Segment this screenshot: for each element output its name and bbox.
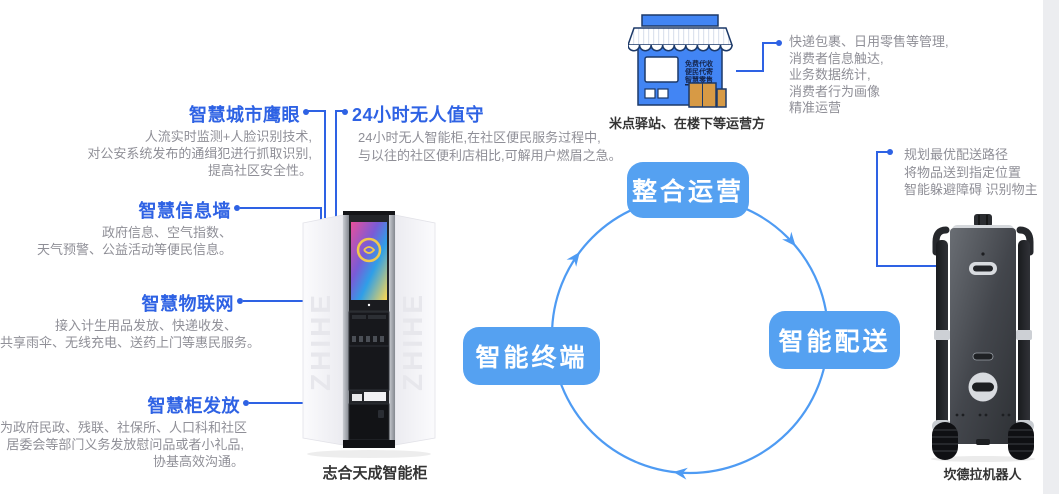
connector-line [308,110,326,112]
cabinet-side-text: ZHIHE [305,292,336,391]
feature-desc-line: 政府信息、空气指数、 [101,225,232,240]
cabinet-logo-icon [356,237,382,263]
robot-body [950,228,1016,444]
smart-cabinet-image: ZHIHE ZHIHE [302,211,436,458]
robot-point-line: 将物品送到指定位置 [904,164,1022,180]
cycle-node-integrated-operation: 整合运营 [627,162,749,218]
feature-desc: 为政府民政、残联、社保所、人口科和社区 居委会等部门义务发放慰问品或者小礼品, … [0,419,248,470]
cycle-arrow-icon [782,231,796,247]
store-point-line: 精准运营 [789,100,842,115]
connector-line [240,207,322,209]
connector-dot [237,298,243,304]
cycle-node-smart-terminal: 智能终端 [463,327,600,385]
store-window [644,56,679,83]
robot-points: 规划最优配送路径 将物品送到指定位置 智能躲避障碍 识别物主 [904,146,1038,199]
robot-point-line: 规划最优配送路径 [904,147,1009,162]
cycle-arrow-icon [673,467,688,480]
feature-desc: 24小时无人智能柜,在社区便民服务过程中, 与以往的社区便利店相比,可解用户燃眉… [358,129,622,165]
connector-dot [303,109,309,115]
robot-hook-right [1016,226,1034,256]
feature-desc-line: 24小时无人智能柜,在社区便民服务过程中, [358,130,601,145]
store-point-line: 业务数据统计, [789,67,871,82]
cycle-node-smart-delivery: 智能配送 [769,311,900,369]
feature-desc-line: 天气预警、公益活动等便民信息。 [36,242,232,257]
cabinet-label: 志合天成智能柜 [322,465,428,482]
store-label: 米点驿站、在楼下等运营方 [608,116,765,131]
connector-line [243,300,312,302]
feature-desc-line: 提高社区安全性。 [207,163,312,178]
connector-line [249,402,306,404]
connector-dot [234,205,240,211]
connector-dot [243,400,249,406]
cabinet-side-text: ZHIHE [397,292,428,391]
feature-desc-line: 接入计生用品发放、快递收发、 [54,318,237,333]
feature-desc-line: 人流实时监测+人脸识别技术, [144,129,312,144]
connector-line [762,42,764,72]
store-point-line: 快递包裹、日用零售等管理, [789,34,949,49]
connector-dot [342,109,348,115]
feature-desc-line: 对公安系统发布的通缉犯进行抓取识别, [87,146,312,161]
robot-image [931,214,1035,462]
connector-line [876,265,940,267]
connector-line [762,42,777,44]
connector-line [876,151,878,267]
page-edge-strip [1043,0,1059,494]
feature-desc-line: 协基高效沟通。 [152,454,244,469]
feature-desc-line: 与以往的社区便利店相比,可解用户燃眉之急。 [358,148,622,163]
store-point-line: 消费者行为画像 [789,83,881,99]
connector-line [335,110,337,218]
robot-point-line: 智能躲避障碍 识别物主 [904,182,1038,197]
feature-desc: 接入计生用品发放、快递收发、 共享雨伞、无线充电、送药上门等惠民服务。 [0,317,261,351]
robot-track-wheels [932,422,1034,460]
connector-dot [887,149,893,155]
robot-hook-left [932,226,950,256]
connector-line [736,70,764,72]
store-point-line: 消费者信息触达, [789,50,884,66]
feature-title-cabinet-distribution: 智慧柜发放 [147,396,240,416]
connector-line [335,110,343,112]
feature-desc-line: 为政府民政、残联、社保所、人口科和社区 [0,420,248,435]
store-sign-line: 智慧零售 [685,75,713,84]
feature-desc: 政府信息、空气指数、 天气预警、公益活动等便民信息。 [0,224,232,258]
store-icon: 免费代收 便民代寄 智慧零售 [628,14,734,108]
parcel-box-small [716,88,727,108]
store-sign-line: 便民代寄 [685,67,713,76]
connector-line [877,151,889,153]
store-points: 快递包裹、日用零售等管理, 消费者信息触达, 业务数据统计, 消费者行为画像 精… [789,34,949,117]
cycle-arrow-icon [566,252,580,267]
feature-title-iot: 智慧物联网 [141,294,234,314]
feature-desc-line: 居委会等部门义务发放慰问品或者小礼品, [6,437,244,452]
robot-label: 坎德拉机器人 [943,467,1022,482]
store-sign-line: 免费代收 [685,59,714,68]
connector-line [324,110,326,218]
feature-title-info-wall: 智慧信息墙 [138,201,231,221]
feature-desc: 人流实时监测+人脸识别技术, 对公安系统发布的通缉犯进行抓取识别, 提高社区安全… [0,128,312,179]
connector-dot [776,40,782,46]
feature-title-24h-unattended: 24小时无人值守 [352,105,485,125]
feature-title-city-eagle-eye: 智慧城市鹰眼 [189,105,300,125]
feature-desc-line: 共享雨伞、无线充电、送药上门等惠民服务。 [0,335,261,350]
